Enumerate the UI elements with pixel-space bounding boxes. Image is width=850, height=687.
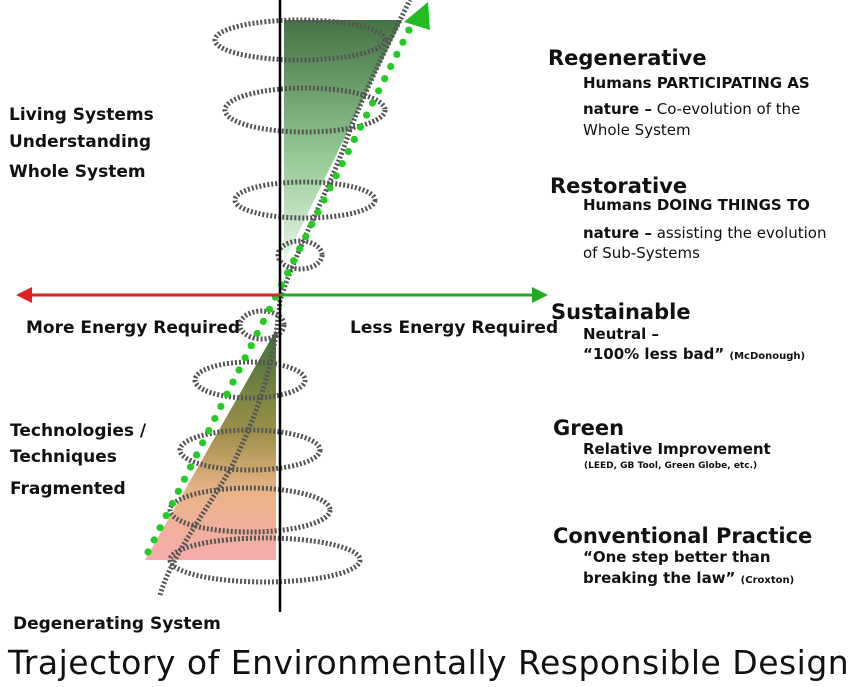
trajectory-dot	[302, 232, 310, 241]
trajectory-dot	[144, 548, 152, 556]
trajectory-dot	[168, 499, 176, 508]
trajectory-dot	[192, 451, 201, 459]
sustainable-title: Sustainable	[551, 300, 691, 324]
trajectory-dot	[180, 475, 188, 483]
less-energy-label: Less Energy Required	[350, 318, 559, 338]
regenerative-title: Regenerative	[548, 46, 707, 70]
trajectory-dot	[162, 511, 170, 520]
regenerative-line2: nature – Co-evolution of the	[583, 100, 800, 118]
spiral-loop	[232, 179, 378, 221]
spiral-loop	[167, 485, 333, 535]
trajectory-dot	[368, 99, 377, 107]
trajectory-dot	[205, 427, 213, 435]
spiral-loop	[222, 85, 388, 135]
understanding-label: Understanding	[9, 132, 152, 152]
trajectory-dot	[259, 317, 267, 325]
trajectory-dot	[314, 208, 322, 216]
trajectory-dot	[350, 135, 358, 143]
trajectory-dot	[393, 50, 401, 59]
diagram-title: Trajectory of Environmentally Responsibl…	[8, 643, 850, 682]
trajectory-dot	[375, 87, 383, 95]
fragmented-label: Fragmented	[10, 479, 126, 499]
whole-system-label: Whole System	[9, 162, 146, 182]
trajectory-dot	[241, 354, 249, 362]
regenerative-nature: nature –	[583, 100, 652, 118]
conventional-line2: breaking the law” (Croxton)	[583, 569, 794, 587]
restorative-line1: Humans DOING THINGS TO	[583, 196, 810, 214]
restorative-assisting: assisting the evolution	[651, 224, 827, 242]
conventional-quote: breaking the law”	[583, 569, 736, 587]
techniques-label: Techniques	[10, 447, 117, 467]
trajectory-dot	[217, 402, 225, 410]
restorative-nature: nature –	[583, 224, 652, 242]
trajectory-dot	[381, 75, 389, 83]
green-title: Green	[553, 416, 625, 440]
trajectory-dot	[174, 487, 182, 495]
trajectory-dot	[344, 147, 352, 156]
regenerative-triangle	[284, 20, 402, 262]
trajectory-diagram	[16, 0, 548, 612]
degenerating-system-label: Degenerating System	[13, 614, 221, 634]
trajectory-dot	[399, 38, 407, 46]
green-note: (LEED, GB Tool, Green Globe, etc.)	[584, 461, 758, 471]
sustainable-line2: “100% less bad” (McDonough)	[583, 345, 805, 363]
trajectory-dots	[144, 14, 419, 556]
green-arrowhead-icon	[532, 287, 548, 303]
spiral-loop	[167, 535, 363, 585]
croxton-note: (Croxton)	[740, 575, 795, 586]
trajectory-dot	[247, 342, 255, 350]
trajectory-dot	[362, 111, 371, 119]
trajectory-dot	[199, 439, 207, 447]
trajectory-dot	[308, 220, 316, 228]
trajectory-dot	[320, 196, 328, 204]
trajectory-dot	[290, 257, 298, 265]
trajectory-dot	[211, 414, 219, 423]
restorative-title: Restorative	[550, 174, 688, 198]
regenerative-coevolution: Co-evolution of the	[651, 100, 801, 118]
trajectory-dot	[156, 524, 164, 532]
trajectory-dot	[265, 305, 273, 313]
mcdonough-note: (McDonough)	[729, 351, 806, 362]
trajectory-dot	[296, 245, 304, 253]
trajectory-dot	[186, 463, 195, 471]
restorative-line3: of Sub-Systems	[583, 244, 700, 262]
trajectory-dot	[253, 329, 261, 338]
trajectory-dot	[387, 62, 395, 71]
sustainable-line1: Neutral –	[583, 325, 659, 343]
trajectory-arrowhead-icon	[404, 2, 430, 30]
spiral-loop	[275, 238, 325, 272]
trajectory-dot	[284, 269, 292, 277]
trajectory-dot	[338, 160, 346, 168]
more-energy-label: More Energy Required	[26, 318, 241, 338]
regenerative-line3: Whole System	[583, 121, 691, 139]
green-line1: Relative Improvement	[583, 440, 771, 458]
spiral-loop	[237, 308, 287, 342]
trajectory-dot	[405, 26, 413, 34]
trajectory-dot	[229, 378, 237, 386]
conventional-title: Conventional Practice	[553, 524, 813, 548]
technologies-label: Technologies /	[10, 421, 147, 441]
spiral-loop	[212, 17, 388, 63]
trajectory-dot	[326, 184, 334, 192]
trajectory-dot	[223, 390, 231, 398]
trajectory-dot	[150, 536, 158, 544]
restorative-line2: nature – assisting the evolution	[583, 224, 826, 242]
trajectory-dot	[356, 123, 364, 131]
trajectory-dot	[332, 172, 340, 180]
trajectory-dot	[235, 366, 243, 374]
red-arrowhead-icon	[16, 287, 32, 303]
spiral-loop	[192, 359, 308, 401]
sustainable-quote: “100% less bad”	[583, 345, 725, 363]
living-systems-label: Living Systems	[9, 105, 154, 125]
regenerative-line1: Humans PARTICIPATING AS	[583, 74, 810, 92]
conventional-line1: “One step better than	[583, 548, 771, 566]
